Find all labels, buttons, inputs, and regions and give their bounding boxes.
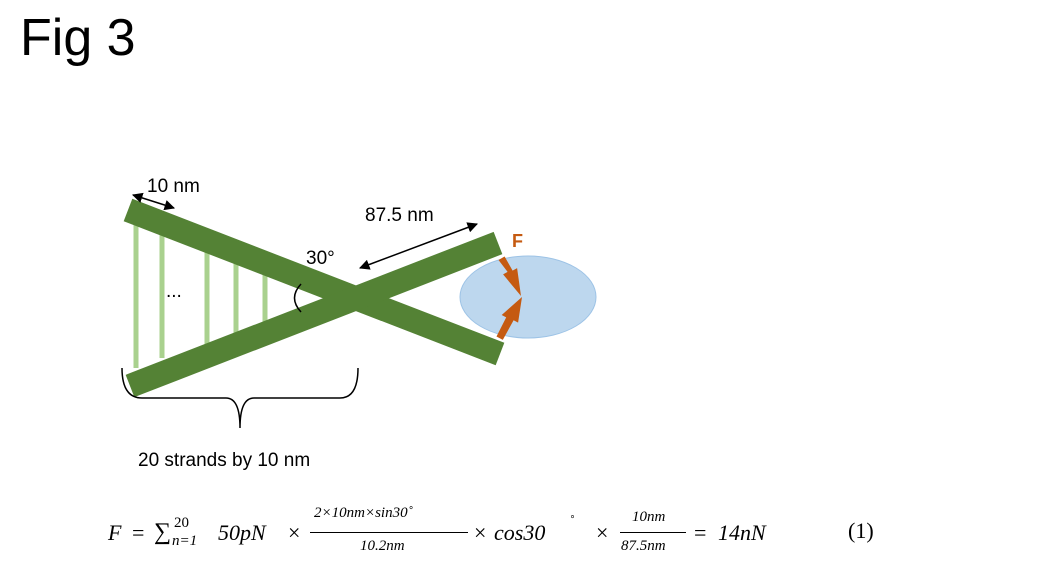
width-arrow <box>131 192 176 211</box>
force-arrow-up <box>496 297 522 340</box>
angle-label: 30° <box>306 248 335 269</box>
eq-equals-2: = <box>694 520 707 545</box>
eq-number: (1) <box>848 518 874 543</box>
eq-times-3: × <box>596 520 609 545</box>
eq-times-1: × <box>288 520 301 545</box>
eq-lhs: F <box>108 520 122 545</box>
eq-frac2-den: 87.5nm <box>621 538 666 554</box>
eq-result: 14nN <box>718 520 766 545</box>
length-label: 87.5 nm <box>365 205 434 226</box>
force-arrow-down <box>498 256 521 296</box>
width-label: 10 nm <box>147 176 200 197</box>
eq-sum-lower: n=1 <box>172 533 198 549</box>
ellipsis-label: ... <box>166 281 182 302</box>
strands-caption: 20 strands by 10 nm <box>138 450 310 471</box>
strands-brace <box>121 367 359 429</box>
force-arrows <box>496 256 522 340</box>
eq-sum-symbol: ∑ <box>154 519 172 545</box>
angle-arc <box>293 283 302 313</box>
figure-title: Fig 3 <box>20 9 136 67</box>
upper-arm <box>123 198 505 366</box>
eq-cos-degree: ˚ <box>570 514 575 530</box>
force-label: F <box>512 231 523 251</box>
eq-frac1-bar <box>310 532 468 533</box>
eq-times-2: × <box>474 520 487 545</box>
eq-equals: = <box>132 520 145 545</box>
target-ellipse <box>459 255 597 339</box>
eq-frac2-bar <box>620 532 686 533</box>
eq-sum-upper: 20 <box>174 515 189 531</box>
eq-frac1-num: 2×10nm×sin30˚ <box>314 505 413 521</box>
force-equation: F = ∑ 20 n=1 50pN × 2×10nm×sin30˚ 10.2nm… <box>108 500 908 570</box>
eq-frac2-num: 10nm <box>632 509 666 525</box>
strands <box>133 225 268 368</box>
length-arrow <box>359 222 478 270</box>
eq-term: 50pN <box>218 520 266 545</box>
eq-frac1-den: 10.2nm <box>360 538 405 554</box>
eq-cos-term: cos30 <box>494 520 546 545</box>
